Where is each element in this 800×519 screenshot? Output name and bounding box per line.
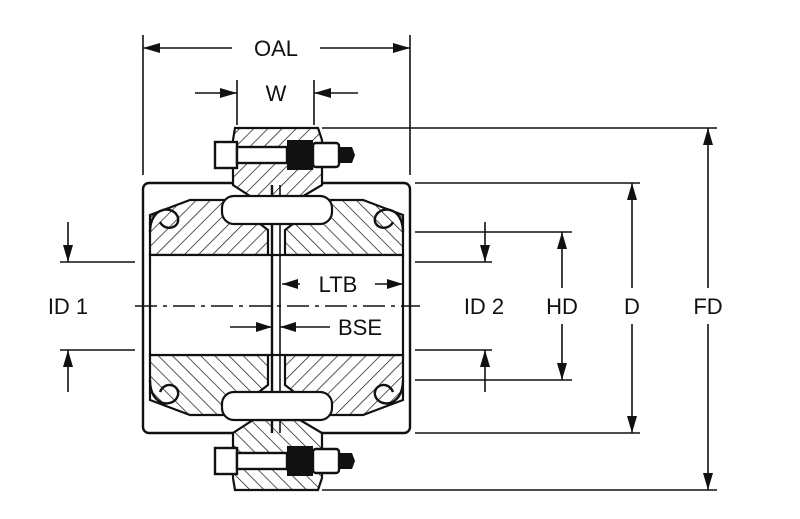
coupling-section (135, 126, 420, 492)
dim-id1: ID 1 (48, 222, 135, 392)
id2-label: ID 2 (464, 294, 504, 319)
dim-d: D (415, 182, 640, 434)
dim-w: W (195, 80, 358, 125)
bolt-tip-top (339, 147, 355, 163)
bolt-head-bottom (213, 446, 239, 476)
seal-upper-right (373, 208, 405, 233)
d-label: D (624, 294, 640, 319)
id1-label: ID 1 (48, 294, 88, 319)
bolt-tail-top (311, 141, 341, 169)
tooth-pocket-lower (220, 390, 334, 422)
dim-oal: OAL (142, 35, 411, 175)
dim-id2: ID 2 (415, 222, 504, 392)
fd-label: FD (693, 294, 722, 319)
seal-lower-right (373, 379, 405, 405)
dim-bse: BSE (230, 315, 382, 340)
bolt-head-top (213, 140, 239, 170)
bse-label: BSE (338, 315, 382, 340)
bolt-tip-bottom (339, 453, 355, 469)
seal-lower-left (148, 379, 180, 405)
dim-hd: HD (415, 231, 578, 381)
hd-label: HD (546, 294, 578, 319)
dim-fd: FD (322, 127, 723, 491)
nut-bottom (287, 446, 313, 476)
bolt-shank-bottom (235, 451, 289, 471)
tooth-pocket-upper (220, 194, 334, 226)
bolt-tail-bottom (311, 447, 341, 475)
dim-ltb: LTB (282, 272, 403, 297)
bolt-shank-top (235, 145, 289, 165)
nut-top (287, 140, 313, 170)
oal-label: OAL (254, 36, 298, 61)
bore (148, 253, 405, 357)
seal-upper-left (148, 208, 180, 233)
w-label: W (266, 81, 287, 106)
ltb-label: LTB (319, 272, 358, 297)
